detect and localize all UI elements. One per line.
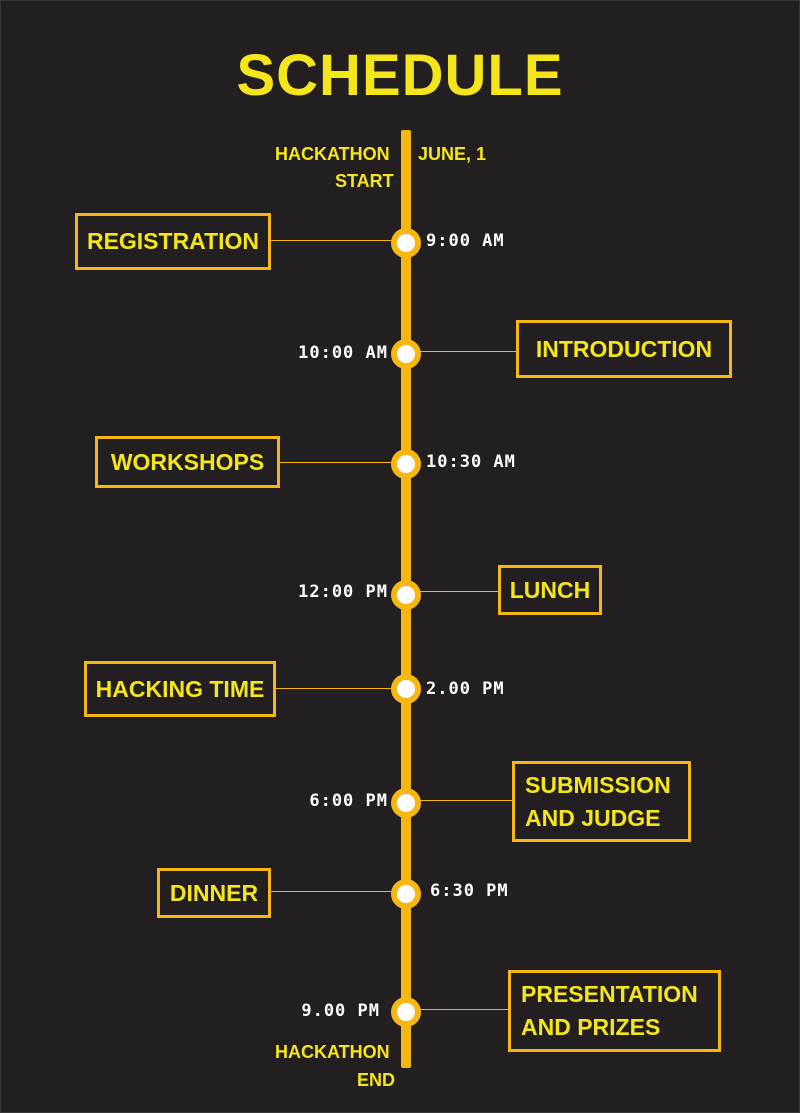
connector-lunch — [414, 591, 500, 592]
connector-dinner — [268, 891, 398, 892]
connector-workshops — [277, 462, 397, 463]
connector-submission — [414, 800, 514, 801]
end-label-line2: END — [357, 1070, 396, 1090]
time-workshops: 10:30 AM — [426, 452, 516, 472]
timeline-node-introduction — [391, 339, 421, 369]
start-date: JUNE, 1 — [418, 144, 487, 164]
timeline-node-presentation — [391, 997, 421, 1027]
event-box-registration: REGISTRATION — [75, 213, 271, 270]
connector-introduction — [414, 351, 518, 352]
timeline-node-registration — [391, 228, 421, 258]
event-box-workshops: WORKSHOPS — [95, 436, 280, 488]
time-introduction: 10:00 AM — [298, 343, 388, 363]
event-box-dinner: DINNER — [157, 868, 271, 918]
event-box-submission-and-judge: SUBMISSION AND JUDGE — [512, 761, 691, 842]
timeline-node-lunch — [391, 580, 421, 610]
timeline-node-dinner — [391, 879, 421, 909]
event-box-presentation-and-prizes: PRESENTATION AND PRIZES — [508, 970, 721, 1052]
event-label-presentation-line1: PRESENTATION — [521, 981, 698, 1007]
time-registration: 9:00 AM — [426, 231, 505, 251]
connector-presentation — [414, 1009, 510, 1010]
time-presentation: 9.00 PM — [301, 1001, 380, 1021]
event-box-introduction: INTRODUCTION — [516, 320, 732, 378]
start-label-line1: HACKATHON — [275, 144, 390, 164]
event-box-lunch: LUNCH — [498, 565, 602, 615]
time-submission: 6:00 PM — [309, 791, 388, 811]
event-label-presentation-line2: AND PRIZES — [521, 1014, 661, 1040]
event-label-submission-line2: AND JUDGE — [525, 804, 661, 831]
connector-hacking-time — [273, 688, 397, 689]
start-label-line2: START — [335, 171, 394, 191]
timeline-node-hacking-time — [391, 674, 421, 704]
connector-registration — [268, 240, 398, 241]
timeline-node-submission — [391, 788, 421, 818]
timeline-node-workshops — [391, 449, 421, 479]
time-dinner: 6:30 PM — [430, 881, 509, 901]
end-label-line1: HACKATHON — [275, 1042, 390, 1062]
time-lunch: 12:00 PM — [298, 582, 388, 602]
event-label-submission-line1: SUBMISSION — [525, 771, 671, 798]
event-box-hacking-time: HACKING TIME — [84, 661, 276, 717]
page-title: SCHEDULE — [236, 43, 564, 108]
time-hacking-time: 2.00 PM — [426, 679, 505, 699]
